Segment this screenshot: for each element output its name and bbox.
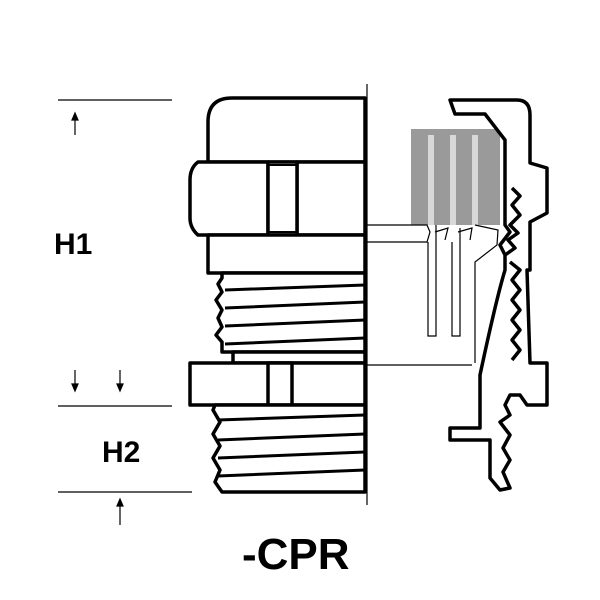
housing-wall bbox=[448, 98, 549, 492]
arrow-up-icon bbox=[71, 111, 79, 121]
dome-cap bbox=[206, 96, 367, 164]
gland-body bbox=[188, 96, 367, 494]
dimension-label-h2: H2 bbox=[102, 436, 141, 469]
arrow-down-icon bbox=[71, 383, 79, 393]
dimension-lines bbox=[58, 84, 472, 505]
collar bbox=[206, 233, 367, 275]
seal-insert bbox=[367, 129, 500, 363]
arrow-down-icon bbox=[116, 383, 124, 393]
dimension-label-h1: H1 bbox=[54, 228, 93, 261]
dimension-arrows bbox=[71, 111, 124, 525]
arrow-up-icon bbox=[116, 497, 124, 507]
model-suffix-title: -CPR bbox=[242, 530, 350, 579]
